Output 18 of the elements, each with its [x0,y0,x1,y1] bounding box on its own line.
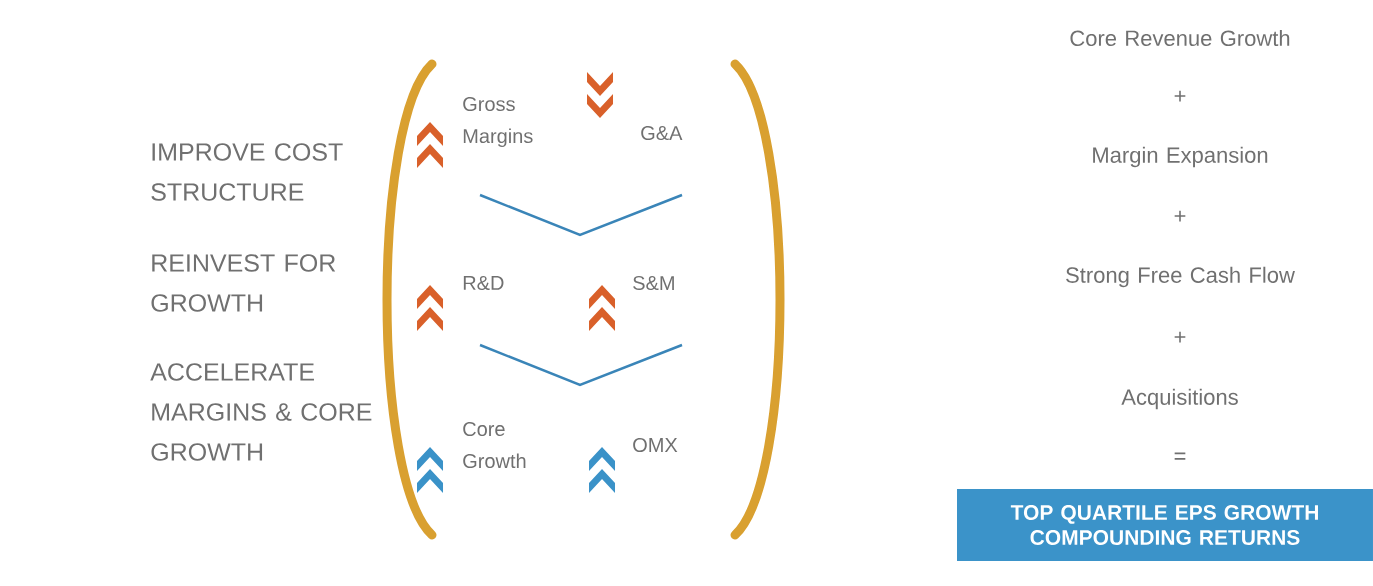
result-box: TOP QUARTILE EPS GROWTH COMPOUNDING RETURNS [957,489,1373,561]
item-label: S&M [633,275,674,291]
strategy-label: REINVEST FOR GROWTH [151,254,336,312]
term-label: Strong Free Cash Flow [1066,266,1295,288]
term-label: Margin Expansion [1093,146,1268,168]
item-label: Gross Margins [463,96,533,148]
operator-sign: = [1174,452,1186,460]
item-label: Core Growth [463,421,526,469]
strategy-label: ACCELERATE MARGINS & CORE GROWTH [150,363,372,461]
item-label: G&A [641,125,683,141]
item-label: OMX [633,437,678,453]
operator-sign: + [1174,331,1186,343]
operator-sign: + [1174,210,1186,222]
term-label: Acquisitions [1121,388,1238,410]
item-label: R&D [463,276,504,290]
term-label: Core Revenue Growth [1070,29,1290,47]
strategy-label: IMPROVE COST STRUCTURE [151,143,343,201]
operator-sign: + [1174,90,1186,102]
